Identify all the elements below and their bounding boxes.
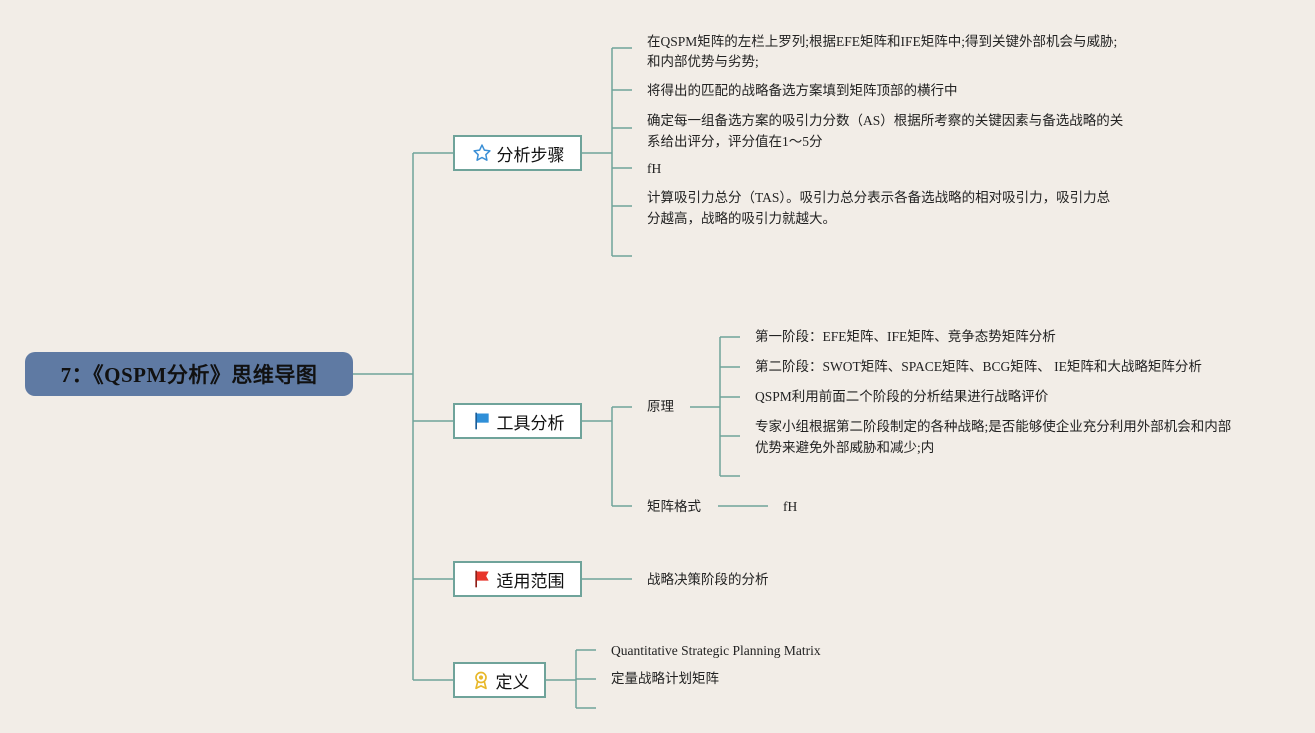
step-text: 将得出的匹配的战略备选方案填到矩阵顶部的横行中: [647, 83, 958, 98]
principle-text: QSPM利用前面二个阶段的分析结果进行战略评价: [755, 389, 1049, 404]
branch-label: 工具分析: [496, 413, 565, 433]
matrix-format-topic[interactable]: 矩阵格式: [647, 499, 701, 514]
step-text: 在QSPM矩阵的左栏上罗列;根据EFE矩阵和IFE矩阵中;得到关键外部机会与威胁…: [647, 34, 1118, 49]
principle-topic[interactable]: 原理: [647, 399, 674, 414]
root-topic[interactable]: 7：《QSPM分析》思维导图: [25, 352, 353, 396]
step-text: 分越高，战略的吸引力就越大。: [647, 211, 836, 226]
step-text: 系给出评分，评分值在1～5分: [647, 134, 823, 149]
definition-text: Quantitative Strategic Planning Matrix: [611, 643, 821, 658]
award-icon: [470, 669, 492, 691]
branch-tool-analysis[interactable]: 工具分析: [453, 403, 582, 439]
principle-text: 专家小组根据第二阶段制定的各种战略;是否能够使企业充分利用外部机会和内部: [755, 419, 1232, 434]
step-text: 确定每一组备选方案的吸引力分数（AS）根据所考察的关键因素与备选战略的关: [647, 113, 1124, 128]
definition-text: 定量战略计划矩阵: [611, 671, 719, 686]
branch-label: 分析步骤: [496, 145, 565, 165]
principle-text: 第二阶段：SWOT矩阵、SPACE矩阵、BCG矩阵、 IE矩阵和大战略矩阵分析: [755, 359, 1202, 374]
principle-text: 第一阶段：EFE矩阵、IFE矩阵、竞争态势矩阵分析: [755, 329, 1056, 344]
scope-text: 战略决策阶段的分析: [647, 572, 769, 587]
star-icon: [471, 142, 493, 164]
principle-text: 优势来避免外部威胁和减少;内: [755, 440, 935, 455]
branch-label: 定义: [495, 672, 530, 692]
step-text: 和内部优势与劣势;: [647, 54, 759, 69]
red-flag-icon: [471, 568, 493, 590]
blue-flag-icon: [471, 410, 493, 432]
root-title: 7：《QSPM分析》思维导图: [60, 363, 318, 387]
branch-scope[interactable]: 适用范围: [453, 561, 582, 597]
branch-label: 适用范围: [496, 571, 565, 591]
matrix-format-value: fH: [783, 499, 798, 514]
branch-definition[interactable]: 定义: [453, 662, 546, 698]
branch-analysis-steps[interactable]: 分析步骤: [453, 135, 582, 171]
step-text: 计算吸引力总分（TAS）。吸引力总分表示各备选战略的相对吸引力，吸引力总: [647, 190, 1111, 205]
step-text: fH: [647, 161, 662, 176]
